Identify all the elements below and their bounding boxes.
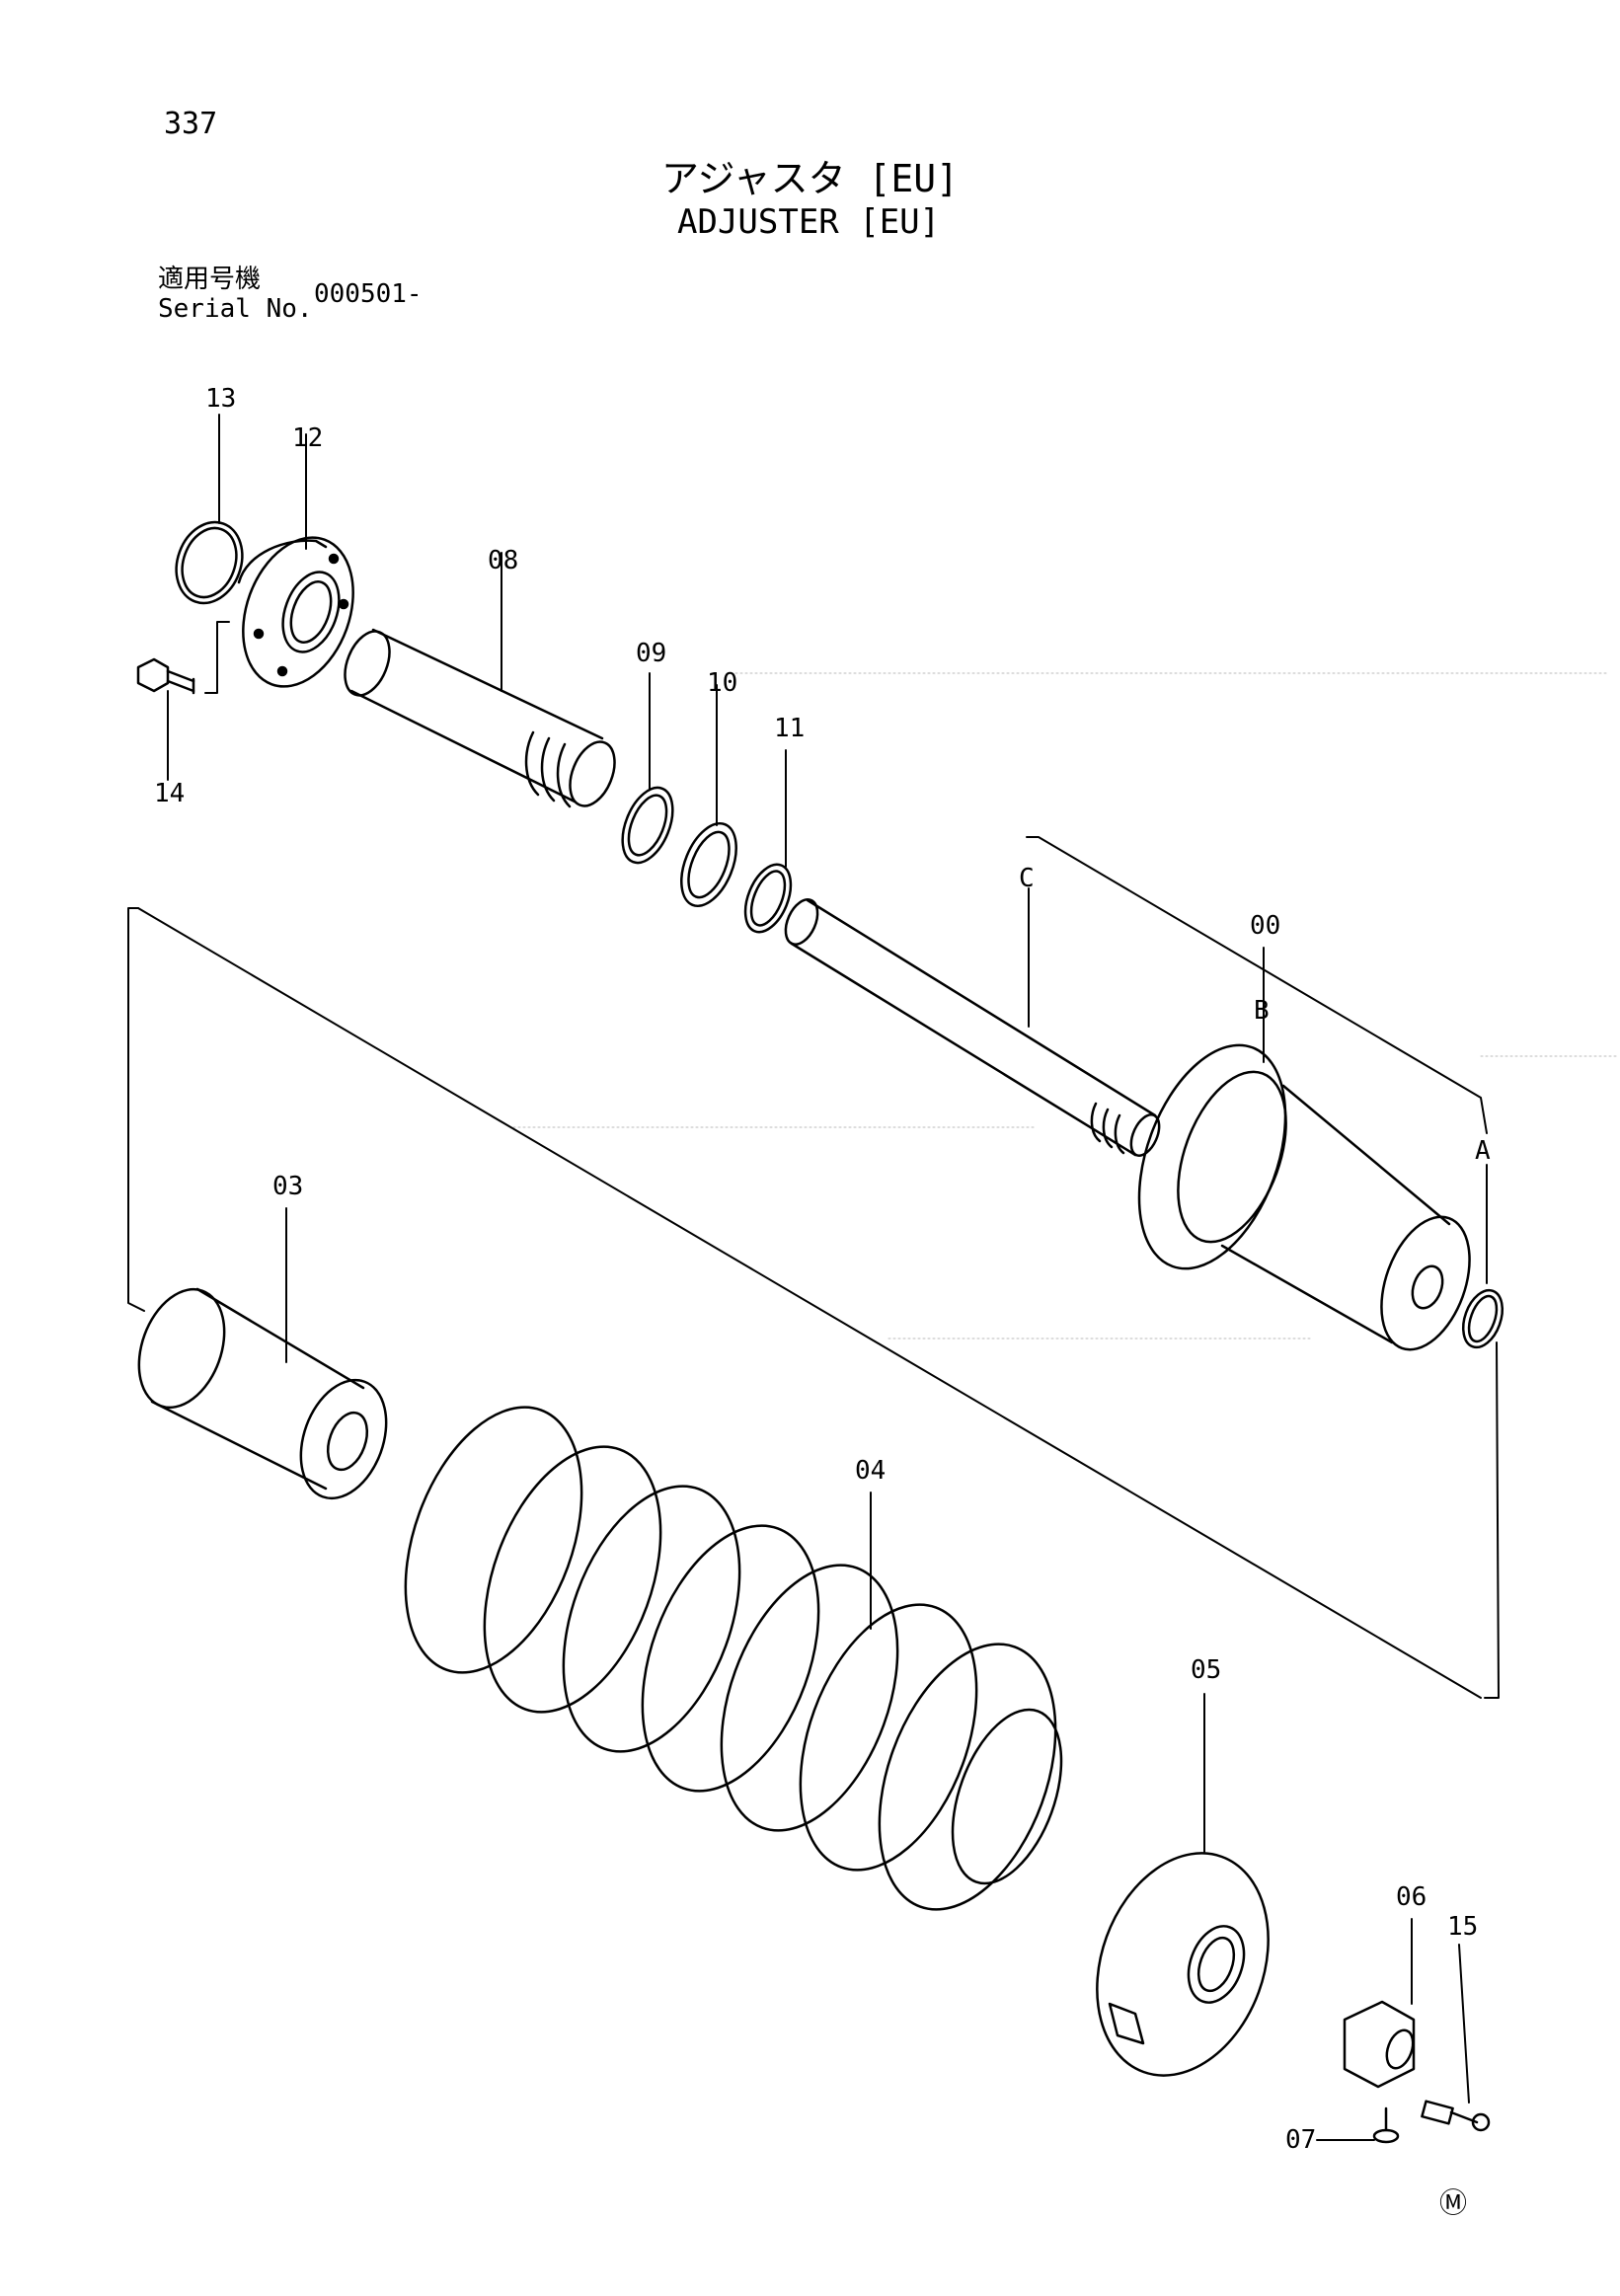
ring-a[interactable] bbox=[1456, 1164, 1509, 1699]
part-06-nut[interactable] bbox=[1343, 1918, 1418, 2089]
callout-11: 11 bbox=[774, 714, 805, 743]
part-13-o-ring[interactable] bbox=[166, 414, 254, 612]
part-08-tube[interactable] bbox=[337, 552, 624, 812]
part-09-ring[interactable] bbox=[613, 672, 683, 870]
copyright-mark: Ⓜ bbox=[1439, 2186, 1468, 2219]
callout-12: 12 bbox=[292, 423, 323, 453]
callout-05: 05 bbox=[1191, 1655, 1221, 1685]
serial-label-english: Serial No. bbox=[158, 294, 313, 324]
callout-06: 06 bbox=[1396, 1882, 1427, 1912]
part-00-cylinder[interactable] bbox=[1112, 947, 1487, 1361]
title-japanese: アジャスタ [EU] bbox=[661, 157, 959, 200]
assembly-bracket bbox=[127, 907, 1482, 1699]
callout-09: 09 bbox=[636, 639, 666, 668]
part-15-valve[interactable] bbox=[1421, 1944, 1491, 2132]
callout-08: 08 bbox=[488, 546, 518, 575]
title-english: ADJUSTER [EU] bbox=[677, 202, 941, 242]
callout-10: 10 bbox=[707, 668, 737, 698]
callout-00: 00 bbox=[1250, 911, 1280, 941]
part-11-ring[interactable] bbox=[736, 749, 800, 939]
callout-14: 14 bbox=[154, 779, 185, 808]
serial-number-value: 000501- bbox=[314, 279, 423, 309]
callout-ref-c: C bbox=[1019, 864, 1035, 893]
serial-label-japanese: 適用号機 bbox=[158, 265, 262, 294]
callout-03: 03 bbox=[272, 1172, 303, 1201]
part-03-spacer[interactable] bbox=[123, 1207, 402, 1510]
callout-15: 15 bbox=[1447, 1912, 1478, 1942]
page-number: 337 bbox=[164, 107, 218, 141]
callout-ref-b: B bbox=[1254, 996, 1270, 1026]
callout-07: 07 bbox=[1285, 2125, 1316, 2155]
part-14-bolt[interactable] bbox=[136, 621, 230, 781]
callout-labels: 13 12 08 09 10 11 14 C 00 B A 03 04 05 0… bbox=[154, 384, 1491, 2155]
part-12-flange[interactable] bbox=[223, 433, 372, 702]
rod-c[interactable] bbox=[779, 836, 1488, 1160]
callout-04: 04 bbox=[855, 1456, 886, 1486]
part-10-seal[interactable] bbox=[670, 684, 746, 914]
part-04-spring[interactable] bbox=[372, 1383, 1089, 1934]
callout-13: 13 bbox=[205, 384, 236, 414]
callout-ref-a: A bbox=[1475, 1136, 1491, 1166]
part-05-spring-seat[interactable] bbox=[1067, 1693, 1297, 2100]
part-07-fitting[interactable] bbox=[1316, 2106, 1400, 2144]
scan-artifact-lines bbox=[512, 672, 1620, 1339]
